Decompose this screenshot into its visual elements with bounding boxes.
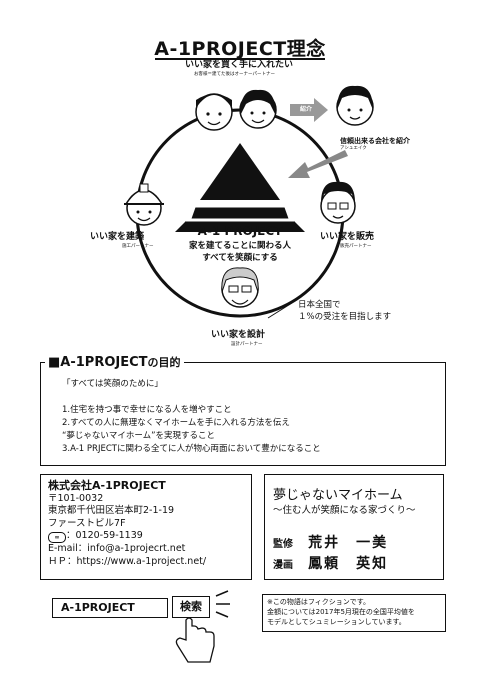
builder-face [124,183,164,226]
company-phone: ：0120-59-1139 [66,530,143,541]
purpose-box [40,362,446,466]
purpose-quote: 「すべては笑顔のために」 [62,379,163,389]
seller-label: いい家を販売 [320,232,375,242]
customer-man-face [195,93,233,131]
seller-face [320,181,356,224]
center-line-2: すべてを笑顔にする [202,253,278,263]
introduce-arrow-right [290,98,328,122]
credit-role-supervisor: 監修 [273,539,293,550]
disclaimer-line-1: ※この物語はフィクションです。 [267,598,371,606]
disclaimer-box [262,594,446,632]
center-line-1: 家を建てることに関わる人 [188,241,291,251]
page-title: A-1PROJECT理念 [154,38,326,60]
credit-name-supervisor: 荒井 一美 [308,535,389,551]
company-postal: 〒101-0032 [48,492,104,504]
intro-arrow-label: 紹介 [300,106,313,113]
top-label: いい家を買く手に入れたい [185,60,294,70]
seller-sub: 販売パートナー [340,244,372,249]
company-box [40,474,252,580]
purpose-heading: ■A-1PROJECTの目的 [45,354,184,370]
story-subtitle: ～住む人が笑顔になる家づくり～ [273,505,416,516]
builder-sub: 施工パートナー [122,244,154,249]
designer-label: いい家を設計 [211,330,266,340]
credit-row-2: 漫画 鳳頼 英知 [273,553,388,573]
center-title: A-1 PROJECT [197,224,283,238]
purpose-heading-prefix: ■A-1PROJECT [48,355,148,370]
credit-name-manga: 鳳頼 英知 [308,556,389,572]
reliable-label: 信頼出来る会社を紹介 [340,137,410,145]
introduce-arrow-down [288,150,348,178]
concept-diagram [124,85,374,319]
credit-row-1: 監修 荒井 一美 [273,532,388,552]
disclaimer-line-2: 金額については2017年5月現在の全国平均値を [267,608,415,616]
disclaimer-line-3: モデルとしてシュミレーションしています。 [267,618,406,626]
reliable-sub: アシュエイク [340,146,367,151]
free-dial-icon: ∞ [48,532,66,543]
designer-face [221,267,259,308]
company-hp: ＨＰ：https://www.a-1project.net/ [48,555,207,567]
company-name: 株式会社A-1PROJECT [48,479,166,492]
purpose-item-2: 2.すべての人に無理なくマイホームを手に入れる方法を伝え [62,418,290,428]
goal-line-2: １%の受注を目指します [298,312,392,322]
company-building: ファーストビル7F [48,517,126,529]
goal-line-1: 日本全国で [298,300,341,310]
purpose-item-3: 3.A-1 PRJECTに関わる全てに人が物心両面において豊かになること [62,444,321,454]
company-info: 株式会社A-1PROJECT 〒101-0032 東京都千代田区岩本町2-1-1… [48,479,207,568]
story-title: 夢じゃないマイホーム [273,488,403,503]
credit-role-manga: 漫画 [273,560,293,571]
designer-sub: 設計パートナー [231,342,263,347]
search-input[interactable]: A-1PROJECT [52,598,168,618]
title-underline [155,58,325,60]
pointing-hand-icon [175,590,230,663]
search-button[interactable]: 検索 [172,596,210,618]
builder-label: いい家を建築 [90,232,145,242]
purpose-item-2b: “夢じゃないマイホーム”を実現すること [62,431,216,441]
company-email: E-mail：info@a-1projecrt.net [48,543,186,554]
purpose-item-1: 1.住宅を持つ事で幸せになる人を増やすこと [62,405,232,415]
pyramid-top [200,143,280,200]
story-box [264,474,444,580]
customer-woman-face [239,89,277,129]
company-phone-row: ∞：0120-59-1139 [48,530,206,543]
top-sub: お客様＝建てた後はオーナーパートナー [194,72,275,77]
purpose-heading-suffix: の目的 [147,356,181,369]
advisor-face [336,85,374,126]
company-address: 東京都千代田区岩本町2-1-19 [48,505,175,516]
